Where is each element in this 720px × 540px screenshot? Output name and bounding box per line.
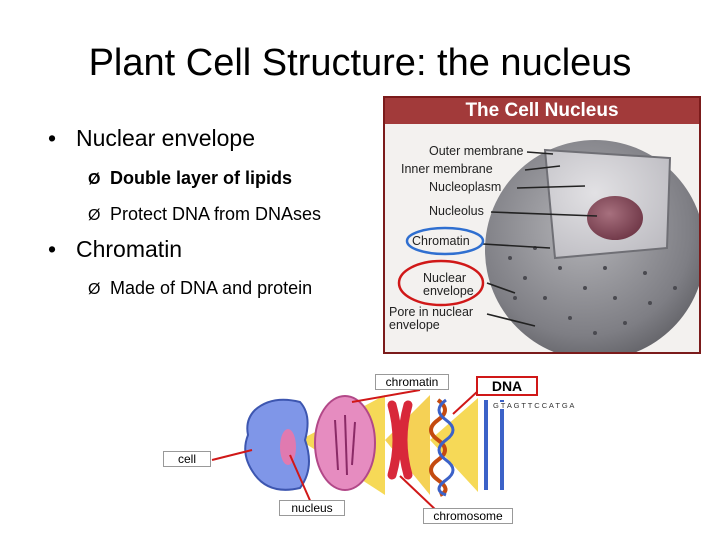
label-chromatin-tag: chromatin xyxy=(375,374,449,390)
label-pore: Pore in nuclear envelope xyxy=(389,305,474,332)
label-inner-membrane: Inner membrane xyxy=(401,162,493,176)
figure-title: The Cell Nucleus xyxy=(465,100,619,121)
cell-nucleus-figure: The Cell Nucleus Outer membrane Inner me… xyxy=(383,96,701,354)
label-nucleus-tag: nucleus xyxy=(279,500,345,516)
bullet-dot-icon: • xyxy=(48,125,57,151)
bullet-dot-icon: • xyxy=(48,236,57,262)
cell-shape xyxy=(244,398,310,491)
label-nucleoplasm: Nucleoplasm xyxy=(429,180,502,194)
slide-title: Plant Cell Structure: the nucleus xyxy=(88,42,632,84)
chromatin-coil xyxy=(429,398,448,497)
label-dna-tag: DNA xyxy=(476,376,538,396)
chromatin-highlight xyxy=(405,226,485,256)
figure-header xyxy=(385,98,699,124)
label-outer-membrane: Outer membrane xyxy=(429,144,524,158)
arrow-bullet-icon: Ø xyxy=(88,281,101,298)
nucleus-illustration xyxy=(397,140,699,352)
bullet-chromatin: •Chromatin xyxy=(48,236,183,262)
chromosome-shape xyxy=(387,400,413,480)
label-chromatin: Chromatin xyxy=(412,234,470,248)
bullet-nuclear-envelope: •Nuclear envelope xyxy=(48,125,256,151)
nucleus-chromatin-lines xyxy=(334,414,356,476)
dna-strand-right xyxy=(500,400,504,490)
label-nuclear-envelope: Nuclear envelope xyxy=(423,271,474,298)
zoom-wedge-3 xyxy=(430,398,478,492)
nuclear-envelope-highlight xyxy=(397,259,485,307)
chromatin-coil-2 xyxy=(437,398,455,497)
label-nucleolus: Nucleolus xyxy=(429,204,484,218)
label-cell-tag: cell xyxy=(163,451,211,467)
arrow-bullet-icon: Ø xyxy=(88,207,101,224)
label-pointer-lines xyxy=(482,151,598,327)
nucleolus-shape xyxy=(587,196,643,240)
diagram-pointer-lines xyxy=(211,389,479,513)
dna-bases-left: G T A G T T C C A T G A xyxy=(493,401,575,410)
label-chromosome-tag: chromosome xyxy=(423,508,513,524)
cell-nucleus-small xyxy=(280,429,296,465)
arrow-bullet-icon: Ø xyxy=(88,171,101,188)
dna-strand-left xyxy=(484,400,488,490)
